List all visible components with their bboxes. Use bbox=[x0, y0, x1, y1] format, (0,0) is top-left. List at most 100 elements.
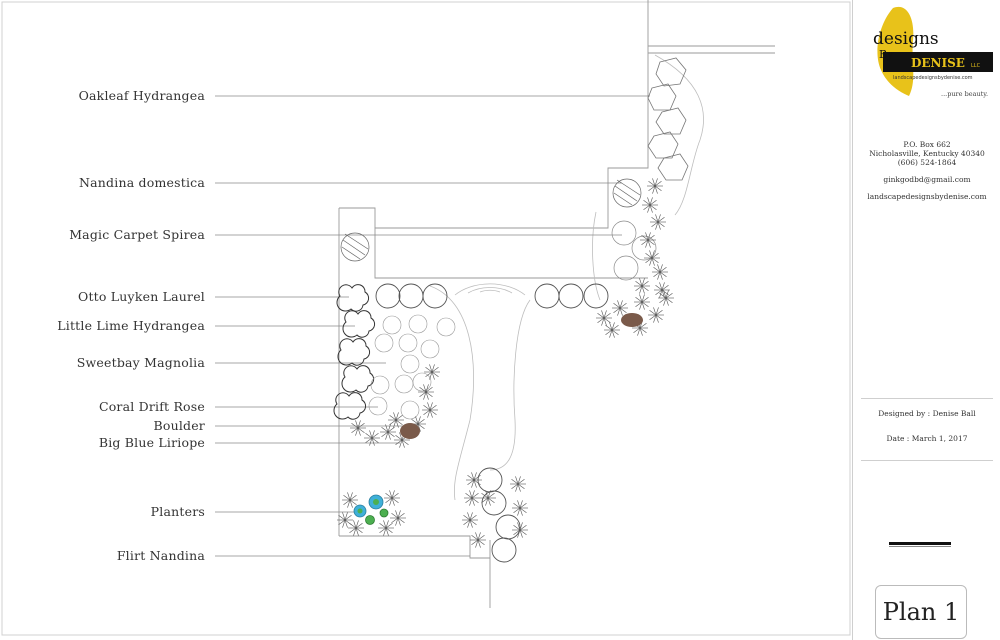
nandina-group bbox=[340, 178, 642, 262]
coral-drift-rose bbox=[398, 333, 418, 353]
label-boulder: Boulder bbox=[153, 418, 205, 433]
big-blue-liriope bbox=[512, 500, 528, 516]
planter bbox=[379, 508, 389, 518]
boulder bbox=[400, 423, 420, 439]
coral-drift-rose bbox=[382, 315, 402, 335]
big-blue-liriope bbox=[640, 232, 656, 248]
little-lime-hydrangea bbox=[342, 310, 376, 338]
contact-website: landscapedesignsbydenise.com bbox=[867, 192, 987, 201]
label-nandina-domestica: Nandina domestica bbox=[79, 175, 205, 190]
plan-number-box: Plan 1 bbox=[875, 585, 967, 639]
otto-luyken-laurel bbox=[398, 283, 424, 309]
label-planters: Planters bbox=[150, 504, 205, 519]
otto-luyken-laurel bbox=[534, 283, 560, 309]
big-blue-liriope bbox=[364, 430, 380, 446]
otto-luyken-laurel bbox=[558, 283, 584, 309]
coral-drift-rose bbox=[368, 396, 388, 416]
big-blue-liriope bbox=[512, 522, 528, 538]
logo-website: landscapedesignsbydenise.com bbox=[893, 75, 973, 81]
big-blue-liriope bbox=[652, 264, 668, 280]
logo-llc: LLC bbox=[971, 63, 981, 69]
big-blue-liriope bbox=[648, 307, 664, 323]
divider bbox=[861, 398, 993, 399]
designer-credit: Designed by : Denise Ball bbox=[878, 409, 976, 418]
nandina-domestica bbox=[612, 178, 642, 208]
planter-plant bbox=[373, 499, 379, 505]
label-sweetbay-magnolia: Sweetbay Magnolia bbox=[76, 355, 205, 370]
label-little-lime-hydrangea: Little Lime Hydrangea bbox=[57, 318, 205, 333]
coral-drift-rose bbox=[400, 400, 420, 420]
big-blue-liriope bbox=[342, 492, 358, 508]
big-blue-liriope bbox=[466, 472, 482, 488]
sheet-border bbox=[1, 1, 851, 636]
big-blue-liriope bbox=[634, 294, 650, 310]
lime-hydrangea-group bbox=[333, 284, 376, 420]
coral-drift-rose bbox=[400, 354, 420, 374]
coral-drift-rose bbox=[420, 339, 440, 359]
contact-email: ginkgodbd@gmail.com bbox=[883, 175, 971, 184]
little-lime-hydrangea bbox=[336, 284, 370, 312]
house-outline bbox=[338, 0, 775, 608]
big-blue-liriope bbox=[410, 416, 426, 432]
oakleaf-hydrangea bbox=[655, 57, 687, 87]
planter-group bbox=[353, 494, 389, 525]
big-blue-liriope bbox=[480, 490, 496, 506]
big-blue-liriope bbox=[596, 310, 612, 326]
plan-number: Plan 1 bbox=[882, 598, 960, 626]
otto-luyken-laurel bbox=[375, 283, 401, 309]
planter bbox=[365, 515, 375, 525]
otto-luyken-laurel bbox=[583, 283, 609, 309]
planter-plant bbox=[357, 508, 363, 514]
label-otto-luyken-laurel: Otto Luyken Laurel bbox=[78, 289, 205, 304]
coral-drift-rose bbox=[436, 317, 456, 337]
coral-drift-rose bbox=[370, 375, 390, 395]
otto-luyken-laurel bbox=[481, 490, 507, 516]
company-logo: designs By DENISE LLC landscapedesignsby… bbox=[873, 6, 993, 98]
plan-date: Date : March 1, 2017 bbox=[886, 434, 968, 443]
label-oakleaf-hydrangea: Oakleaf Hydrangea bbox=[78, 88, 205, 103]
divider bbox=[861, 460, 993, 461]
big-blue-liriope bbox=[380, 424, 396, 440]
oakleaf-hydrangea-group bbox=[647, 57, 689, 181]
big-blue-liriope bbox=[470, 532, 486, 548]
big-blue-liriope bbox=[462, 512, 478, 528]
ginkgo-leaf-icon bbox=[877, 6, 914, 96]
coral-drift-rose bbox=[412, 372, 432, 392]
otto-luyken-laurel bbox=[491, 537, 517, 563]
spirea-group bbox=[611, 220, 657, 281]
big-blue-liriope bbox=[647, 178, 663, 194]
big-blue-liriope bbox=[642, 197, 658, 213]
coral-drift-rose bbox=[408, 314, 428, 334]
otto-luyken-laurel bbox=[495, 514, 521, 540]
boulder bbox=[621, 313, 643, 327]
big-blue-liriope bbox=[390, 510, 406, 526]
boulder-group bbox=[400, 313, 643, 439]
logo-tagline: ...pure beauty. bbox=[941, 90, 988, 98]
contact-box: P.O. Box 662 bbox=[903, 140, 951, 149]
label-big-blue-liriope: Big Blue Liriope bbox=[98, 435, 205, 450]
big-blue-liriope bbox=[510, 476, 526, 492]
big-blue-liriope bbox=[604, 322, 620, 338]
logo-denise: DENISE bbox=[911, 56, 965, 70]
big-blue-liriope bbox=[650, 214, 666, 230]
label-magic-carpet-spirea: Magic Carpet Spirea bbox=[69, 227, 205, 242]
logo-by: By bbox=[879, 48, 894, 61]
big-blue-liriope bbox=[418, 384, 434, 400]
oakleaf-hydrangea bbox=[647, 131, 679, 159]
oakleaf-hydrangea bbox=[647, 83, 677, 111]
big-blue-liriope bbox=[634, 278, 650, 294]
title-block: designs By DENISE LLC landscapedesignsby… bbox=[852, 0, 1000, 640]
big-blue-liriope bbox=[378, 520, 394, 536]
big-blue-liriope bbox=[424, 364, 440, 380]
label-coral-drift-rose: Coral Drift Rose bbox=[98, 399, 205, 414]
little-lime-hydrangea bbox=[333, 392, 367, 420]
big-blue-liriope bbox=[658, 290, 674, 306]
liriope-group bbox=[337, 178, 674, 548]
contact-city: Nicholasville, Kentucky 40340 bbox=[869, 149, 985, 158]
leader-lines bbox=[215, 95, 650, 557]
contact-phone: (606) 524-1864 bbox=[897, 158, 957, 167]
rose-group bbox=[368, 314, 456, 420]
big-blue-liriope bbox=[612, 300, 628, 316]
logo-designs: designs bbox=[873, 29, 939, 49]
